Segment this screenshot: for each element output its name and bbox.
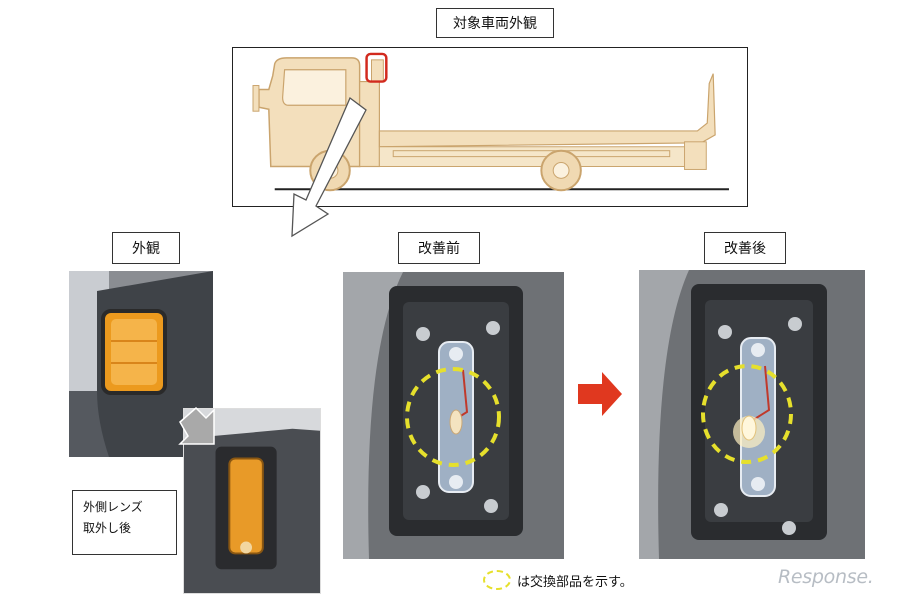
after-label: 改善後 (704, 232, 786, 264)
after-photo (639, 270, 865, 559)
truck-illustration (252, 52, 729, 192)
replaced-part-marker (405, 367, 501, 467)
replaced-part-marker (701, 364, 793, 464)
before-photo (343, 272, 564, 559)
bolt (416, 485, 430, 499)
bolt (486, 321, 500, 335)
inner-amber-lens (228, 457, 264, 555)
old-bulb (449, 409, 463, 435)
rear-bracket (684, 141, 707, 170)
flatbed (378, 73, 716, 148)
lens-removed-caption: 外側レンズ 取外し後 (72, 490, 177, 555)
marker-lamp (371, 59, 384, 83)
watermark: Response. (778, 566, 874, 588)
side-mirror (252, 85, 260, 112)
bolt (782, 521, 796, 535)
chassis-rail (392, 150, 671, 158)
caption-line-2: 取外し後 (83, 521, 132, 535)
lamp-highlight (365, 52, 388, 83)
bolt (788, 317, 802, 331)
truck-diagram (232, 47, 748, 207)
lens-removed-photo (183, 408, 321, 594)
exterior-label: 外観 (112, 232, 180, 264)
cab-post (359, 80, 380, 168)
document-title: 対象車両外観 (436, 8, 554, 38)
bolt (484, 499, 498, 513)
bolt (416, 327, 430, 341)
legend-text: は交換部品を示す。 (517, 574, 633, 590)
front-hub (321, 162, 339, 179)
rear-hub (552, 162, 570, 179)
legend: は交換部品を示す。 (483, 568, 633, 592)
new-bulb (741, 415, 757, 441)
bolt (714, 503, 728, 517)
caption-line-1: 外側レンズ (83, 500, 143, 514)
bolt (718, 325, 732, 339)
cab-window (282, 69, 347, 106)
dashed-circle-icon (483, 570, 511, 590)
before-label: 改善前 (398, 232, 480, 264)
before-to-after-arrow (578, 372, 622, 416)
